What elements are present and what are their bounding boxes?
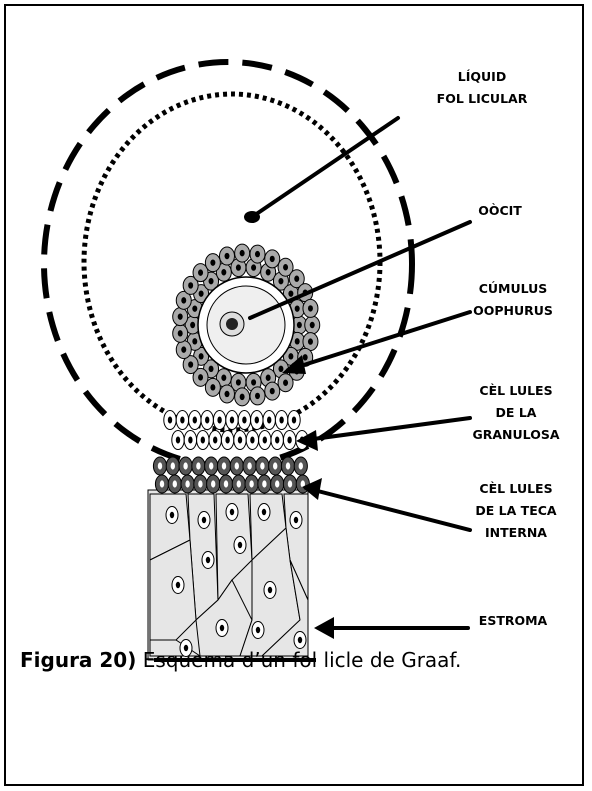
cumulus-cell — [305, 316, 320, 334]
cumulus-cell — [173, 308, 188, 326]
granulosa-cell — [251, 411, 263, 430]
stroma-cells — [150, 494, 308, 657]
cumulus-cell — [220, 385, 235, 403]
teca-interna-cells — [153, 457, 309, 493]
cumulus-cell — [176, 341, 191, 359]
cumulus-cell — [205, 254, 220, 272]
granulosa-cell — [275, 411, 287, 430]
cumulus-cell — [278, 374, 293, 392]
label-granulosa-line2: DE LA — [464, 402, 568, 424]
stroma-nucleus — [264, 582, 276, 599]
cumulus-cell — [265, 382, 280, 400]
cumulus-cell — [303, 299, 318, 317]
label-teca-interna: CÈL LULES DE LA TECA INTERNA — [464, 478, 568, 544]
teca-cell — [258, 475, 271, 493]
granulosa-cell — [197, 431, 209, 450]
teca-cell — [230, 457, 243, 475]
stroma-nucleus — [226, 504, 238, 521]
label-cumulus-oophurus: CÚMULUS OOPHURUS — [466, 278, 560, 322]
granulosa-cell — [283, 431, 295, 450]
granulosa-cell — [226, 411, 238, 430]
stroma-nucleus — [172, 577, 184, 594]
oocyte — [198, 277, 294, 373]
cumulus-cell — [173, 324, 188, 342]
stroma-nucleus — [252, 622, 264, 639]
caption-text: Esquema d’un fol licle de Graaf. — [143, 648, 462, 672]
pointer-teca — [306, 488, 470, 530]
stroma-nucleus — [234, 537, 246, 554]
teca-cell — [207, 475, 220, 493]
label-granulosa: CÈL LULES DE LA GRANULOSA — [464, 380, 568, 446]
teca-cell — [243, 457, 256, 475]
granulosa-cell — [238, 411, 250, 430]
teca-cell — [155, 475, 168, 493]
teca-cell — [269, 457, 282, 475]
teca-cell — [294, 457, 307, 475]
teca-cell — [256, 457, 269, 475]
granulosa-cell — [234, 431, 246, 450]
cumulus-cell — [220, 247, 235, 265]
figure-caption: Figura 20) Esquema d’un fol licle de Gra… — [20, 646, 570, 674]
stroma-nucleus — [202, 552, 214, 569]
cumulus-cell — [235, 388, 250, 406]
teca-cell — [168, 475, 181, 493]
label-cumulus-line2: OOPHURUS — [466, 300, 560, 322]
label-estroma: ESTROMA — [468, 610, 558, 632]
stroma-block — [148, 490, 308, 660]
label-liquid-line1: LÍQUID — [430, 66, 534, 88]
label-granulosa-line1: CÈL LULES — [464, 380, 568, 402]
granulosa-cell — [288, 411, 300, 430]
teca-cell — [179, 457, 192, 475]
cumulus-cell — [250, 245, 265, 263]
granulosa-cell — [263, 411, 275, 430]
teca-cell — [219, 475, 232, 493]
granulosa-cell — [201, 411, 213, 430]
teca-cell — [192, 457, 205, 475]
label-teca-line1: CÈL LULES — [464, 478, 568, 500]
label-oocit-text: OÒCIT — [460, 200, 540, 222]
granulosa-cell — [184, 431, 196, 450]
teca-cell — [281, 457, 294, 475]
stroma-nucleus — [258, 504, 270, 521]
granulosa-cell — [221, 431, 233, 450]
teca-cell — [181, 475, 194, 493]
granulosa-cell — [189, 411, 201, 430]
teca-cell — [194, 475, 207, 493]
label-teca-line3: INTERNA — [464, 522, 568, 544]
teca-cell — [205, 457, 218, 475]
arrowhead-estroma — [314, 617, 334, 639]
label-teca-line2: DE LA TECA — [464, 500, 568, 522]
granulosa-cell — [213, 411, 225, 430]
teca-cell — [271, 475, 284, 493]
granulosa-cell — [259, 431, 271, 450]
label-granulosa-line3: GRANULOSA — [464, 424, 568, 446]
label-liquid-line2: FOL LICULAR — [430, 88, 534, 110]
label-cumulus-line1: CÚMULUS — [466, 278, 560, 300]
teca-cell — [245, 475, 258, 493]
teca-cell — [217, 457, 230, 475]
cumulus-cell — [265, 250, 280, 268]
teca-cell — [153, 457, 166, 475]
granulosa-cell — [176, 411, 188, 430]
granulosa-cell — [246, 431, 258, 450]
label-estroma-text: ESTROMA — [468, 610, 558, 632]
granulosa-cell — [209, 431, 221, 450]
granulosa-cell — [164, 411, 176, 430]
label-oocit: OÒCIT — [460, 200, 540, 222]
teca-cell — [283, 475, 296, 493]
granulosa-cells — [164, 411, 308, 450]
granulosa-cell — [271, 431, 283, 450]
stroma-nucleus — [198, 512, 210, 529]
stroma-nucleus — [216, 620, 228, 637]
cumulus-cell — [250, 387, 265, 405]
teca-cell — [232, 475, 245, 493]
caption-label: Figura 20) — [20, 648, 136, 672]
teca-cell — [166, 457, 179, 475]
cumulus-cell — [235, 244, 250, 262]
stroma-nucleus — [290, 512, 302, 529]
stroma-nucleus — [166, 507, 178, 524]
granulosa-cell — [172, 431, 184, 450]
label-liquid-follicular: LÍQUID FOL LICULAR — [430, 66, 534, 110]
